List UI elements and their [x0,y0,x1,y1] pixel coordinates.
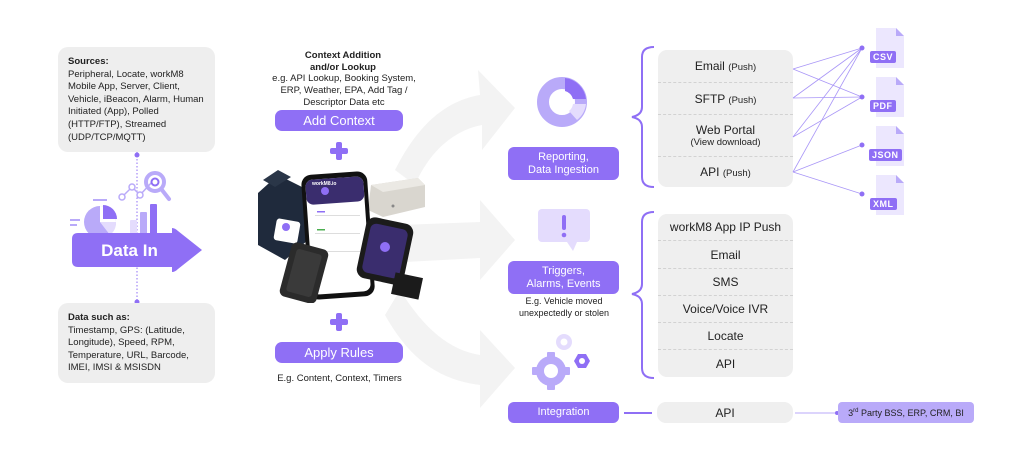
triggers-desc-line1: E.g. Vehicle moved [525,296,603,306]
flow-arrow-middle [400,200,515,280]
triggers-bracket [631,211,655,379]
sources-text: Peripheral, Locate, workM8 Mobile App, S… [68,68,204,143]
triggers-description: E.g. Vehicle moved unexpectedly or stole… [505,296,623,319]
triggers-label-line2: Alarms, Events [526,277,601,290]
item-sub: (Push) [728,94,757,106]
reporting-item-email: Email (Push) [658,50,793,83]
format-pdf-label: PDF [870,100,896,112]
context-title-line2: and/or Lookup [310,62,376,73]
data-in-label: Data In [101,241,158,260]
format-connector-lines [792,45,865,197]
triggers-label-line1: Triggers, [542,264,585,277]
donut-chart-icon [537,77,587,127]
integration-api-label: API [715,405,735,420]
reporting-label-line2: Data Ingestion [528,163,599,176]
item-label: SFTP [694,91,726,106]
item-sub: (Push) [722,168,751,179]
apply-rules-button[interactable]: Apply Rules [275,342,403,363]
item-label: Web Portal [695,123,756,137]
item-sub: (View download) [690,137,761,148]
third-party-systems-box: 3rd Party BSS, ERP, CRM, BI [838,402,974,423]
triggers-alarms-events-label: Triggers, Alarms, Events [508,261,619,294]
item-sub: (Push) [728,62,757,73]
integration-connector [624,412,652,414]
data-such-as-title: Data such as: [68,312,130,323]
reporting-item-web-portal: Web Portal (View download) [658,115,793,157]
obd-device [258,170,308,260]
data-in-arrow [72,228,202,272]
watch-device [356,217,423,300]
reporting-item-api: API (Push) [658,157,793,187]
add-context-button[interactable]: Add Context [275,110,403,131]
data-such-as-box: Data such as: Timestamp, GPS: (Latitude,… [58,303,215,383]
trigger-item: SMS [658,269,793,296]
gear-small-right [574,354,590,368]
format-xml-label: XML [870,198,897,210]
data-such-as-text: Timestamp, GPS: (Latitude, Longitude), S… [68,324,189,374]
format-json-label: JSON [869,149,902,161]
flow-arrow-down [385,290,515,408]
context-title: Context Addition and/or Lookup [268,50,418,74]
sources-box: Sources: Peripheral, Locate, workM8 Mobi… [58,47,215,152]
trigger-item: workM8 App IP Push [658,214,793,241]
reporting-bracket [631,46,655,188]
context-description: e.g. API Lookup, Booking System, ERP, We… [272,73,416,108]
trigger-item: Locate [658,323,793,350]
plus-icon [330,142,348,160]
context-title-line1: Context Addition [304,50,382,61]
devices-image [258,170,425,303]
third-party-label: 3rd Party BSS, ERP, CRM, BI [848,407,964,418]
reporting-label-line1: Reporting, [538,150,589,163]
sources-title: Sources: [68,56,109,67]
connector-dot [134,152,140,158]
plus-icon [330,313,348,331]
alert-bubble-icon [538,209,590,251]
trigger-item: Email [658,241,793,269]
reporting-data-ingestion-label: Reporting, Data Ingestion [508,147,619,180]
trigger-item: API [715,356,736,371]
third-party-connector [795,411,839,415]
triggers-list: workM8 App IP Push Email SMS Voice/Voice… [658,214,793,377]
integration-api-box: API [657,402,793,423]
format-csv-label: CSV [870,51,897,63]
reporting-list: Email (Push) SFTP (Push) Web Portal (Vie… [658,50,793,187]
gears-icon [532,334,590,390]
triggers-desc-line2: unexpectedly or stolen [518,307,610,318]
item-label: API [700,165,720,179]
tracker-device [368,178,425,217]
trigger-item: Voice/Voice IVR [658,296,793,323]
black-tracker-device [279,242,329,303]
integration-label: Integration [508,402,619,423]
reporting-item-sftp: SFTP (Push) [658,83,793,115]
rules-description: E.g. Content, Context, Timers [277,373,402,384]
item-label: Email [694,59,725,73]
flow-arrow-up [395,70,515,185]
device-brand-label: workM8.io [312,181,337,187]
